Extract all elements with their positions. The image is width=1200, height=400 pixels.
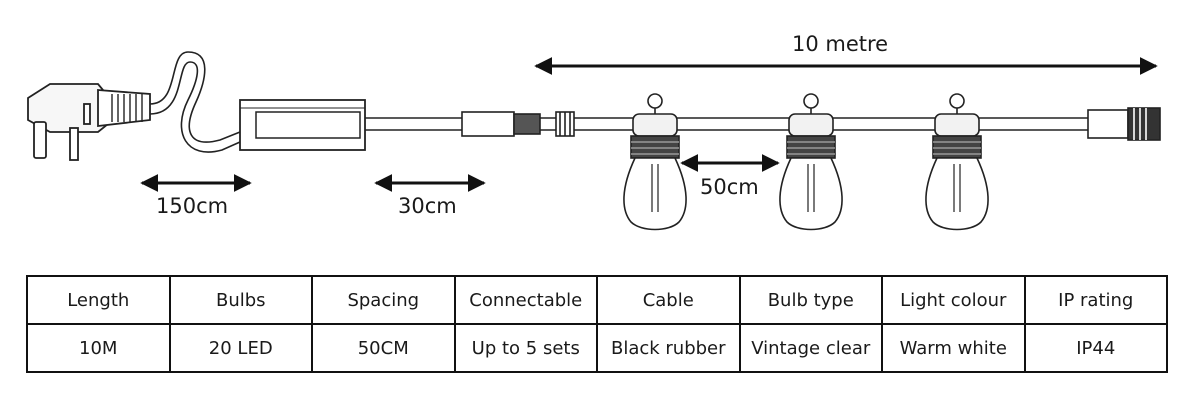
spec-header-cell: Light colour [881, 275, 1026, 325]
bulb-spacing-label: 50cm [700, 175, 759, 199]
spec-value-cell: Vintage clear [738, 323, 883, 373]
spec-table: Length Bulbs Spacing Connectable Cable B… [26, 275, 1168, 373]
lead-cable-label: 150cm [156, 194, 229, 218]
total-length-label: 10 metre [792, 32, 889, 56]
bulb-icon [623, 93, 687, 231]
transformer-box [239, 99, 366, 151]
spec-header-cell: Bulb type [738, 275, 883, 325]
plug-icon [27, 83, 151, 161]
spec-value-cell: 50CM [311, 323, 456, 373]
lead-cable [149, 51, 241, 153]
spec-header-cell: Connectable [453, 275, 598, 325]
spec-value-cell: Warm white [881, 323, 1026, 373]
transformer-cable-label: 30cm [398, 194, 457, 218]
spec-header-cell: IP rating [1023, 275, 1168, 325]
spec-header-cell: Length [26, 275, 171, 325]
spec-header-cell: Spacing [311, 275, 456, 325]
input-connector [461, 111, 575, 137]
spec-value-cell: IP44 [1023, 323, 1168, 373]
spec-header-row: Length Bulbs Spacing Connectable Cable B… [26, 275, 1168, 325]
spec-header-cell: Bulbs [168, 275, 313, 325]
bulb-icon [779, 93, 843, 231]
output-connector [1087, 107, 1161, 141]
spec-value-cell: 10M [26, 323, 171, 373]
spec-value-cell: 20 LED [168, 323, 313, 373]
spec-value-cell: Up to 5 sets [453, 323, 598, 373]
spec-header-cell: Cable [596, 275, 741, 325]
string-light-diagram [27, 51, 1161, 231]
spec-value-row: 10M 20 LED 50CM Up to 5 sets Black rubbe… [26, 323, 1168, 373]
bulb-icon [925, 93, 989, 231]
spec-value-cell: Black rubber [596, 323, 741, 373]
